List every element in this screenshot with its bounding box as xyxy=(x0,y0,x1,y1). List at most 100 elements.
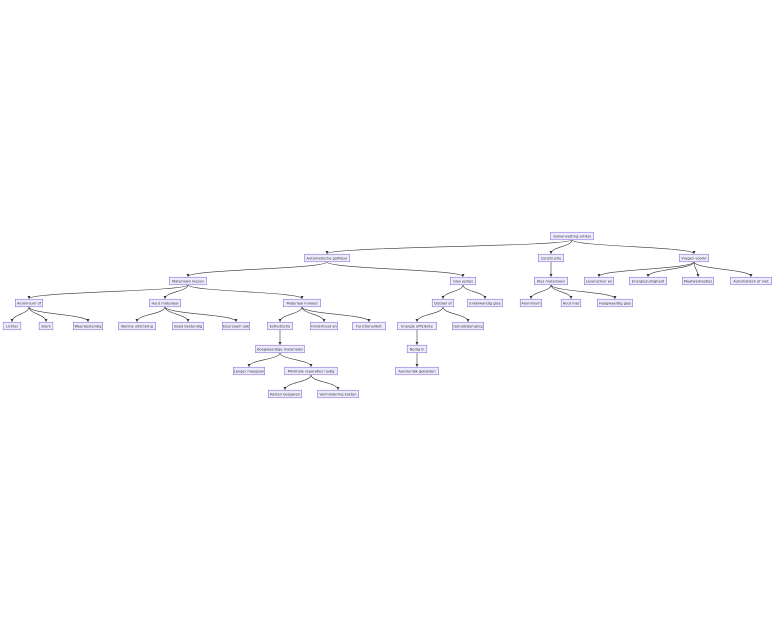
node-box xyxy=(73,321,103,331)
node-label: Hout met xyxy=(563,301,580,305)
node-goed: Goed bestendig xyxy=(172,321,204,331)
node-box xyxy=(730,276,772,286)
node-label: Hoogwaardig glas xyxy=(599,301,631,305)
edge-km-hout xyxy=(550,284,573,299)
node-ag: Automatische golfdeur xyxy=(304,253,350,263)
node-box xyxy=(584,276,614,286)
node-label: Aluminium of xyxy=(17,301,42,305)
node-label: Hout materiaal xyxy=(152,301,179,305)
node-km: Kies materialen xyxy=(534,276,568,286)
edge-vk-mo xyxy=(693,261,700,277)
node-hgm: Hoogwaardige materialen xyxy=(255,344,305,354)
edge-km-hgg xyxy=(550,284,617,299)
node-box xyxy=(304,253,350,263)
edge-mi-func xyxy=(301,306,371,322)
edge-ag-go xyxy=(326,261,465,277)
edge-hgm-langer xyxy=(247,352,281,367)
node-label: Automatisch of niet xyxy=(733,279,769,283)
node-label: Goed bestendig xyxy=(174,324,202,328)
edge-ag-mk xyxy=(186,261,328,277)
edge-dg-geluid xyxy=(442,306,470,322)
node-hm: Hout materiaal xyxy=(149,298,181,308)
edge-layer xyxy=(10,239,753,390)
edge-rep-vermin xyxy=(310,374,340,390)
edge-go-eg xyxy=(462,284,487,299)
node-box xyxy=(534,276,568,286)
node-box xyxy=(597,298,633,308)
node-box xyxy=(15,298,43,308)
node-label: Levensduur en xyxy=(586,279,613,283)
node-box xyxy=(149,298,181,308)
node-box xyxy=(268,389,302,399)
node-rep: Minimale reparaties nodig xyxy=(284,366,338,376)
edge-root-ag xyxy=(325,239,573,254)
node-al: Aluminium of xyxy=(15,298,43,308)
node-box xyxy=(406,344,428,354)
node-label: Duurzaam ook xyxy=(223,324,250,328)
edge-vk-em xyxy=(646,261,695,277)
node-label: Hoogwaardige materialen xyxy=(257,347,304,351)
node-box xyxy=(679,253,709,263)
edge-go-dg xyxy=(441,284,464,299)
edge-mi-esth xyxy=(278,306,303,322)
node-box xyxy=(266,321,294,331)
node-label: Materiaal invloed xyxy=(286,301,317,305)
node-mo: Maatwerkopties xyxy=(682,276,714,286)
node-label: Automatische golfdeur xyxy=(307,256,348,260)
node-box xyxy=(537,253,565,263)
node-label: Aanzienlijk gebieden xyxy=(398,369,435,373)
edge-vk-an xyxy=(693,261,753,277)
node-label: Nodig in xyxy=(410,347,425,351)
node-box xyxy=(519,298,543,308)
node-label: Energie efficiënte xyxy=(401,324,433,328)
node-label: Enkelwandig glas xyxy=(469,301,500,305)
node-box xyxy=(284,366,338,376)
edge-mk-mi xyxy=(187,284,304,299)
node-mk: Materialen kiezen xyxy=(169,276,207,286)
node-hout: Hout met xyxy=(560,298,582,308)
node-duur: Duurzaam ook xyxy=(222,321,250,331)
node-box xyxy=(629,276,667,286)
node-label: Glas opties xyxy=(453,279,473,283)
edge-hgm-rep xyxy=(279,352,313,367)
node-label: Sterk xyxy=(41,324,51,328)
node-box xyxy=(682,276,714,286)
node-label: Vragen voorkr xyxy=(681,256,707,260)
node-box xyxy=(317,389,359,399)
node-weer: Weerbestendig xyxy=(73,321,103,331)
node-label: Esthetische xyxy=(270,324,292,328)
node-box xyxy=(467,298,503,308)
node-label: Energiezuinigheid xyxy=(632,279,664,283)
node-label: Materialen kiezen xyxy=(172,279,204,283)
node-label: Onderhoud en xyxy=(311,324,337,328)
node-ls: Levensduur en xyxy=(584,276,614,286)
node-box xyxy=(449,276,477,286)
node-label: Dubbel of xyxy=(434,301,452,305)
edge-mk-hm xyxy=(163,284,189,299)
node-co: Constructie xyxy=(537,253,565,263)
edge-rep-kosten xyxy=(283,374,312,390)
node-vk: Vragen voorkr xyxy=(679,253,709,263)
node-eg: Enkelwandig glas xyxy=(467,298,503,308)
node-label: Vermindering kosten xyxy=(319,392,356,396)
node-label: Warme uitstraling xyxy=(121,324,153,328)
node-box xyxy=(560,298,582,308)
node-warm: Warme uitstraling xyxy=(118,321,156,331)
node-label: Lichter xyxy=(6,324,19,328)
edge-root-co xyxy=(549,239,573,254)
edge-vk-ls xyxy=(597,261,695,277)
node-label: Minimale reparaties nodig xyxy=(288,369,335,373)
node-box xyxy=(309,321,338,331)
node-label: Constructie xyxy=(541,256,562,260)
node-box xyxy=(352,321,386,331)
node-box xyxy=(431,298,455,308)
node-alu: Aluminium xyxy=(519,298,543,308)
node-go: Glas opties xyxy=(449,276,477,286)
edge-root-vk xyxy=(571,239,696,254)
node-box xyxy=(452,321,484,331)
node-hgg: Hoogwaardig glas xyxy=(597,298,633,308)
edge-hm-duur xyxy=(164,306,238,322)
edge-al-sterk xyxy=(28,306,48,322)
node-vermin: Vermindering kosten xyxy=(317,389,359,399)
